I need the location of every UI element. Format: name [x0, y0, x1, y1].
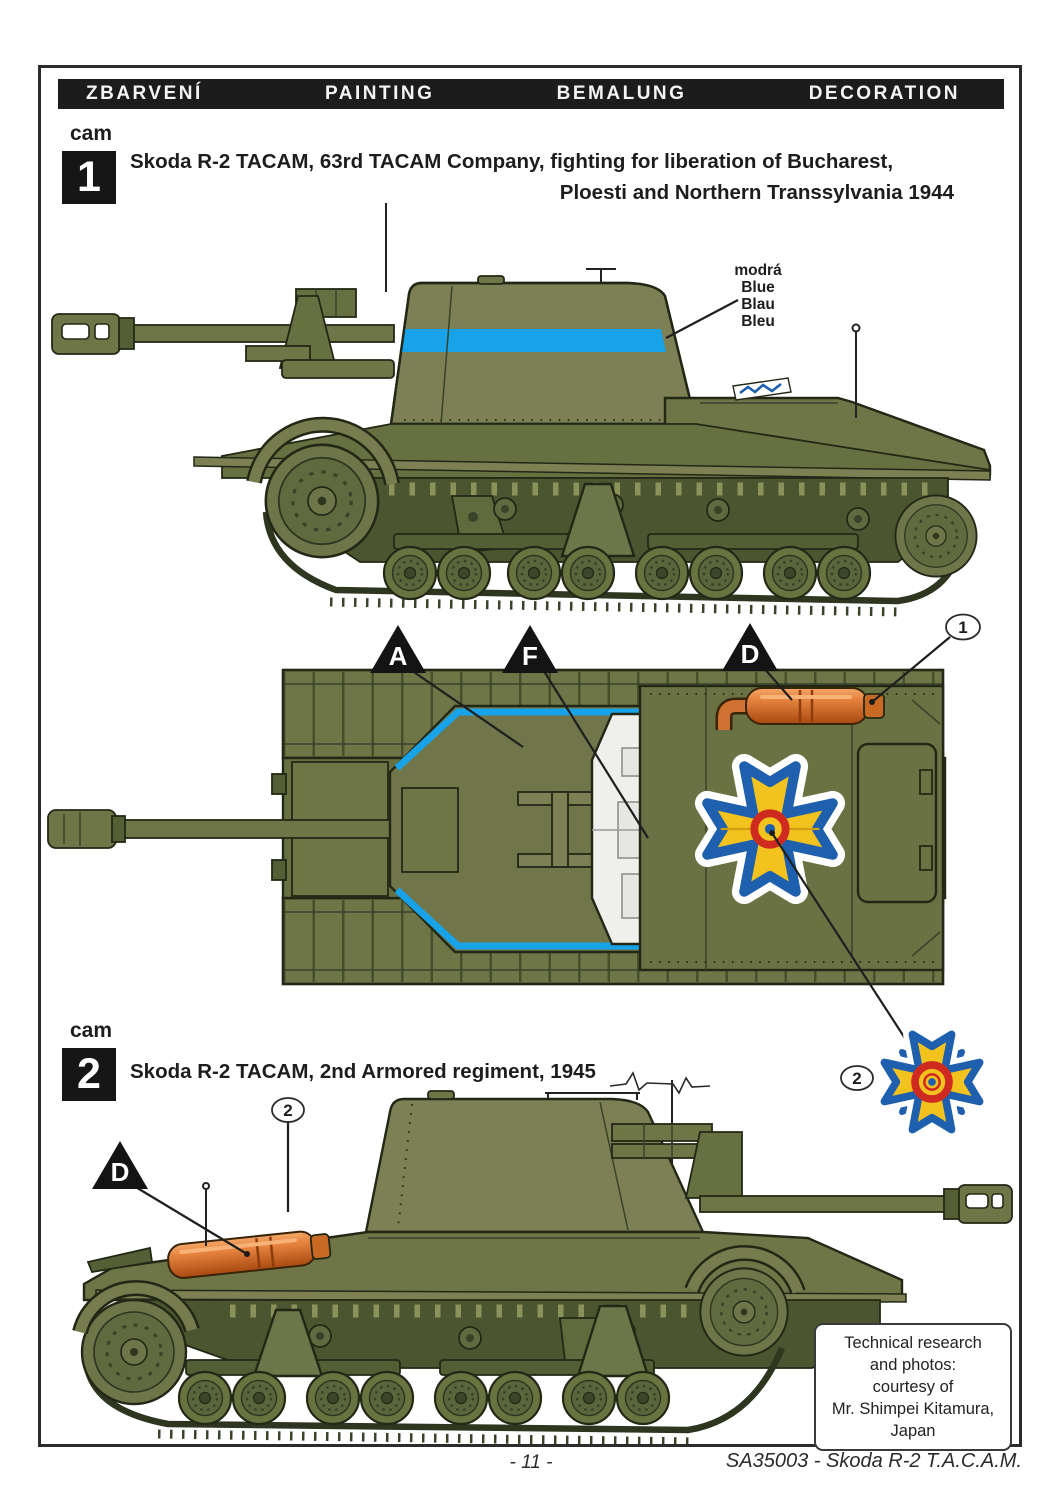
blue-stripe-top-upper [394, 708, 640, 771]
scheme2-title: Skoda R-2 TACAM, 2nd Armored regiment, 1… [130, 1060, 596, 1083]
tank1-side-view-illustration [51, 203, 992, 617]
blue-color-callout: modrá Blue Blau Bleu [700, 262, 816, 330]
circle-marker-1 [945, 613, 981, 641]
kit-reference: SA35003 - Skoda R-2 T.A.C.A.M. [725, 1450, 1022, 1472]
page-number: - 11 - [509, 1452, 553, 1473]
credit-line4: Mr. Shimpei Kitamura, Japan [831, 1400, 995, 1440]
color-name-czech: modrá [734, 262, 782, 279]
cam1-word: cam [70, 122, 113, 145]
fire-extinguisher-top-view [715, 687, 885, 730]
circle-number-1: 1 [958, 618, 967, 637]
circle-number-2-tank2: 2 [283, 1101, 292, 1120]
cam2-word: cam [70, 1019, 113, 1042]
color-name-french: Bleu [741, 313, 775, 330]
blue-stripe-top-lower [394, 887, 640, 950]
marker-letter-d: D [741, 639, 760, 669]
credit-line3: courtesy of [872, 1378, 954, 1396]
blue-stripe-tank1 [400, 329, 666, 352]
header-label-english: PAINTING [325, 83, 435, 104]
credit-line1: Technical research [844, 1334, 982, 1352]
marker-letter-f: F [522, 641, 538, 671]
marker-letter-d-tank2: D [111, 1157, 130, 1187]
color-name-english: Blue [741, 279, 775, 296]
scheme1-title-line2: Ploesti and Northern Transsylvania 1944 [559, 181, 954, 204]
tank2-side-view-illustration: D 2 [72, 1071, 1013, 1447]
header-label-french: DECORATION [808, 83, 960, 104]
color-name-german: Blau [741, 296, 775, 313]
engine-hatch [856, 742, 938, 904]
page-border-frame [38, 65, 1022, 1447]
credit-box: Technical research and photos: courtesy … [814, 1323, 1012, 1451]
header-bar: ZBARVENÍ PAINTING BEMALUNG DECORATION [58, 79, 1004, 109]
circle-number-2-emblem: 2 [852, 1069, 861, 1088]
circle-marker-2-emblem [840, 1065, 874, 1091]
credit-line2: and photos: [869, 1356, 957, 1374]
radio-wave-symbol [609, 1071, 711, 1095]
hull-emblem-small [732, 377, 792, 401]
circle-marker-2-tank2 [271, 1097, 305, 1123]
scheme1-title: Skoda R-2 TACAM, 63rd TACAM Company, fig… [130, 149, 954, 206]
blue-callout-line [665, 299, 739, 339]
top-view-illustration [47, 668, 947, 986]
cam2-number-box: 2 [62, 1048, 116, 1101]
header-label-german: BEMALUNG [556, 83, 687, 104]
marker-letter-a: A [389, 641, 408, 671]
scheme1-title-line1: Skoda R-2 TACAM, 63rd TACAM Company, fig… [130, 150, 894, 173]
header-label-czech: ZBARVENÍ [86, 83, 203, 104]
callout-markers: A F D 1 2 [370, 613, 981, 1130]
cam1-number-box: 1 [62, 151, 116, 204]
